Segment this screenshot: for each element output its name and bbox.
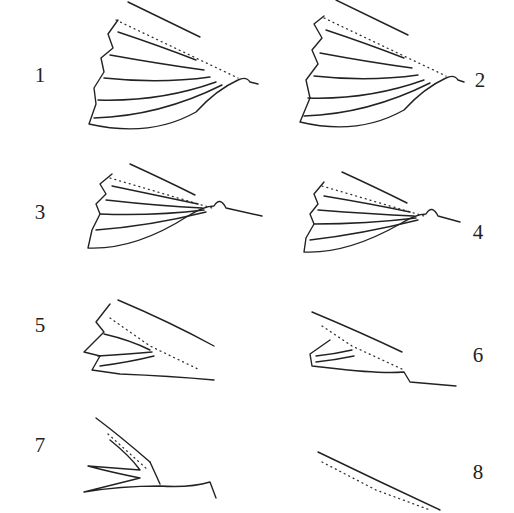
- caudal-fin-drawing: [300, 0, 464, 127]
- figure-number: 2: [475, 70, 486, 91]
- figure-number: 7: [35, 435, 46, 456]
- caudal-fin-drawing: [310, 312, 456, 386]
- caudal-fin-drawing: [88, 164, 262, 248]
- caudal-fin-drawing: [84, 300, 214, 380]
- caudal-fin-drawing: [318, 452, 440, 510]
- caudal-fin-drawing: [84, 418, 216, 498]
- caudal-fin-drawing: [304, 172, 460, 252]
- figure-number: 1: [35, 65, 46, 86]
- figure-number: 5: [35, 315, 46, 336]
- figure-number: 6: [473, 345, 484, 366]
- caudal-fin-drawing: [89, 2, 258, 129]
- figure-number: 8: [473, 462, 484, 483]
- figure-number: 3: [35, 202, 46, 223]
- figure-number: 4: [473, 222, 484, 243]
